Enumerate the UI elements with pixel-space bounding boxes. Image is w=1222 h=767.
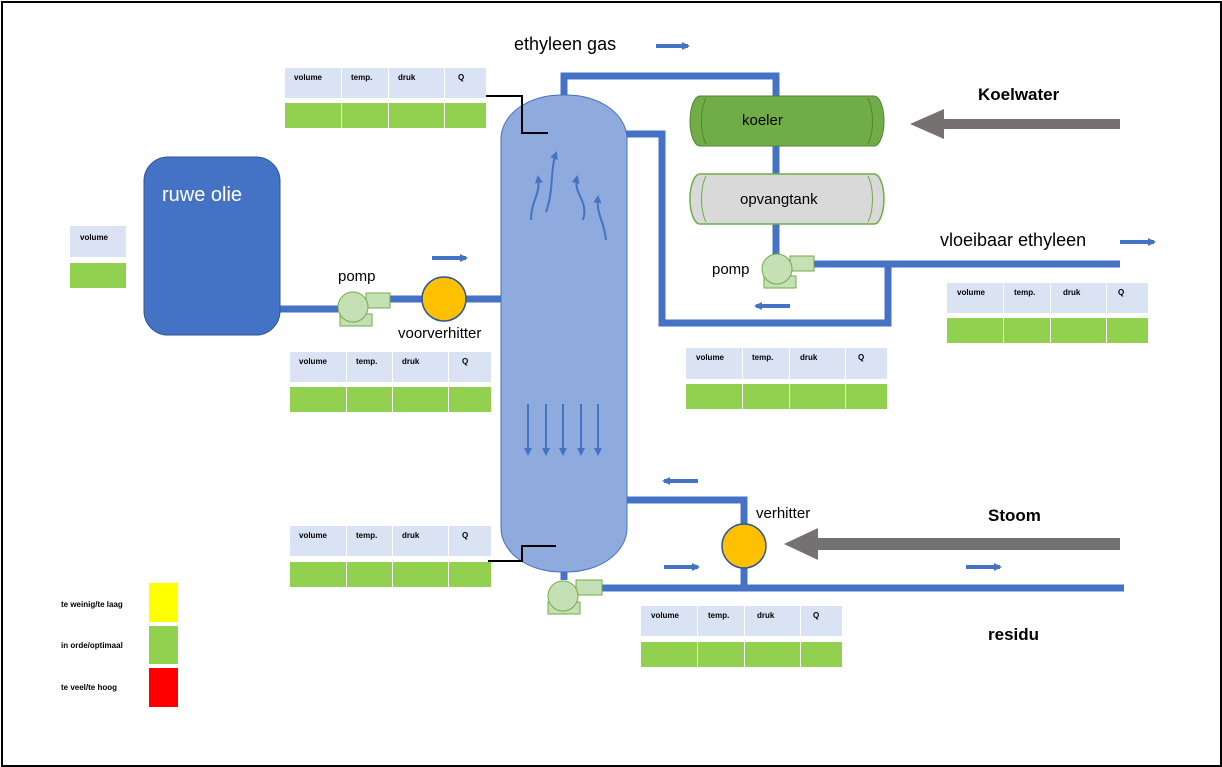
table-header-cell: temp. <box>708 611 729 620</box>
pump-right-icon <box>761 253 815 289</box>
steam-label: Stoom <box>988 506 1041 525</box>
table-header-cell: volume <box>299 531 328 540</box>
measurement-table-top-left: volume temp. druk Q <box>285 68 486 128</box>
table-header-cell: Q <box>813 611 819 620</box>
legend-label-low: te weinig/te laag <box>61 600 123 609</box>
pump-left-icon <box>337 291 391 327</box>
table-header-cell: Q <box>462 357 468 366</box>
table-header-cell: druk <box>800 353 818 362</box>
table-header-cell: temp. <box>1014 288 1035 297</box>
table-header-cell: druk <box>398 73 416 82</box>
table-header-cell: temp. <box>356 357 377 366</box>
table-header-cell: Q <box>858 353 864 362</box>
table-header-cell: volume <box>696 353 725 362</box>
pump-bottom-icon <box>547 579 603 615</box>
collector-tank <box>689 173 885 225</box>
measurement-table-right-mid: volume temp. druk Q <box>686 348 887 409</box>
legend-label-ok: in orde/optimaal <box>61 641 123 650</box>
crude-oil-tank <box>143 156 281 336</box>
table-header-cell: Q <box>462 531 468 540</box>
legend-swatch-ok <box>149 626 178 664</box>
pipe-reboiler-return <box>624 496 748 524</box>
cooling-water-label: Koelwater <box>978 85 1060 104</box>
legend-swatch-high <box>149 668 178 707</box>
table-header-cell: volume <box>299 357 328 366</box>
distillation-column <box>500 94 628 573</box>
measurement-table-tank-volume: volume <box>70 226 126 288</box>
preheater-label: voorverhitter <box>398 325 481 342</box>
table-header-cell: druk <box>402 357 420 366</box>
measurement-table-right-upper: volume temp. druk Q <box>947 283 1148 343</box>
pipe-ethylene-gas-top <box>560 72 780 100</box>
legend-swatch-low <box>149 583 178 622</box>
pipes <box>278 72 1124 592</box>
legend-label-high: te veel/te hoog <box>61 683 117 692</box>
reboiler-label: verhitter <box>756 505 810 522</box>
table-header-cell: volume <box>294 73 323 82</box>
measurement-table-bottom-left: volume temp. druk Q <box>290 526 491 587</box>
table-header-cell: druk <box>402 531 420 540</box>
residue-label: residu <box>988 625 1039 644</box>
table-header-cell: volume <box>651 611 680 620</box>
steam-arrow <box>784 528 1120 560</box>
table-header-cell: temp. <box>351 73 372 82</box>
table-header-cell: druk <box>757 611 775 620</box>
pipe-reflux-loop <box>626 130 892 327</box>
ethylene-gas-label: ethyleen gas <box>514 34 616 54</box>
table-header-cell: temp. <box>356 531 377 540</box>
legend: te weinig/te laag in orde/optimaal te ve… <box>61 583 178 707</box>
pump-left-label: pomp <box>338 268 376 285</box>
table-header-cell: Q <box>458 73 464 82</box>
table-header-cell: volume <box>957 288 986 297</box>
pump-right-label: pomp <box>712 261 750 278</box>
cooling-water-arrow <box>910 109 1120 139</box>
measurement-table-mid-left: volume temp. druk Q <box>290 352 491 412</box>
table-header-cell: temp. <box>752 353 773 362</box>
table-header-cell: volume <box>80 233 109 242</box>
collector-label: opvangtank <box>740 191 818 208</box>
measurement-table-bottom-right: volume temp. druk Q <box>641 606 842 667</box>
rising-vapor-arrows <box>530 151 607 241</box>
preheater-icon <box>421 276 467 322</box>
cooler-label: koeler <box>742 112 783 129</box>
column-level-markers <box>486 95 556 562</box>
table-header-cell: druk <box>1063 288 1081 297</box>
table-header-cell: Q <box>1118 288 1124 297</box>
cooler <box>689 95 885 147</box>
falling-liquid-arrows <box>524 404 602 456</box>
flow-arrows <box>432 42 1156 571</box>
liquid-ethylene-label: vloeibaar ethyleen <box>940 230 1086 250</box>
reboiler-icon <box>721 523 767 569</box>
crude-oil-label: ruwe olie <box>162 184 242 206</box>
